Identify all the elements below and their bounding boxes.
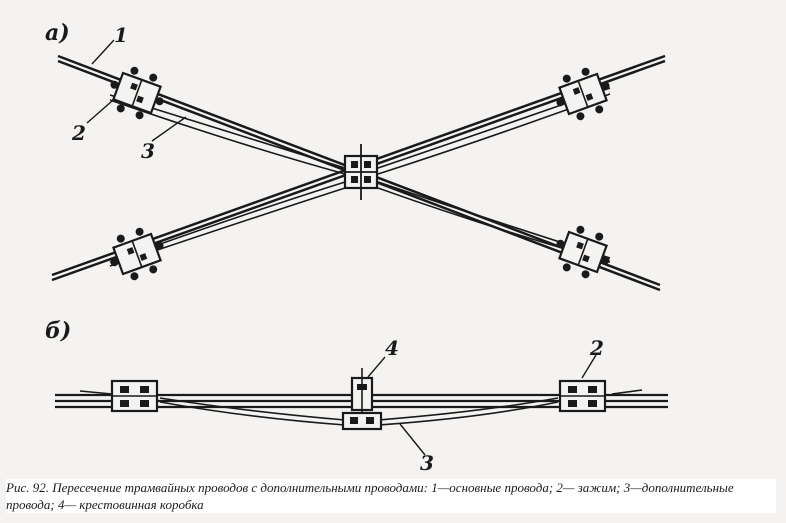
callout-auxiliary-wire: 3	[141, 139, 155, 163]
leader-lines-b	[367, 354, 597, 456]
leader-lines-a	[86, 39, 187, 142]
auxiliary-wires-side	[79, 389, 643, 426]
callout-crossing-box: 4	[385, 336, 399, 360]
crossing-box-side	[341, 368, 383, 431]
clamp-left-side	[110, 379, 159, 413]
callout-auxiliary-wire-side: 3	[420, 451, 434, 475]
panel-a-label: а)	[45, 20, 70, 46]
figure-caption: Рис. 92. Пересечение трамвайных проводов…	[6, 479, 776, 513]
panel-b-label: б)	[45, 318, 71, 344]
clamp-top-left	[101, 59, 173, 127]
callout-clamp-side: 2	[589, 336, 604, 360]
callout-clamp: 2	[71, 121, 86, 145]
callout-main-wire: 1	[114, 23, 128, 47]
clamp-right-side	[558, 379, 607, 413]
crossing-box-a	[343, 144, 379, 200]
